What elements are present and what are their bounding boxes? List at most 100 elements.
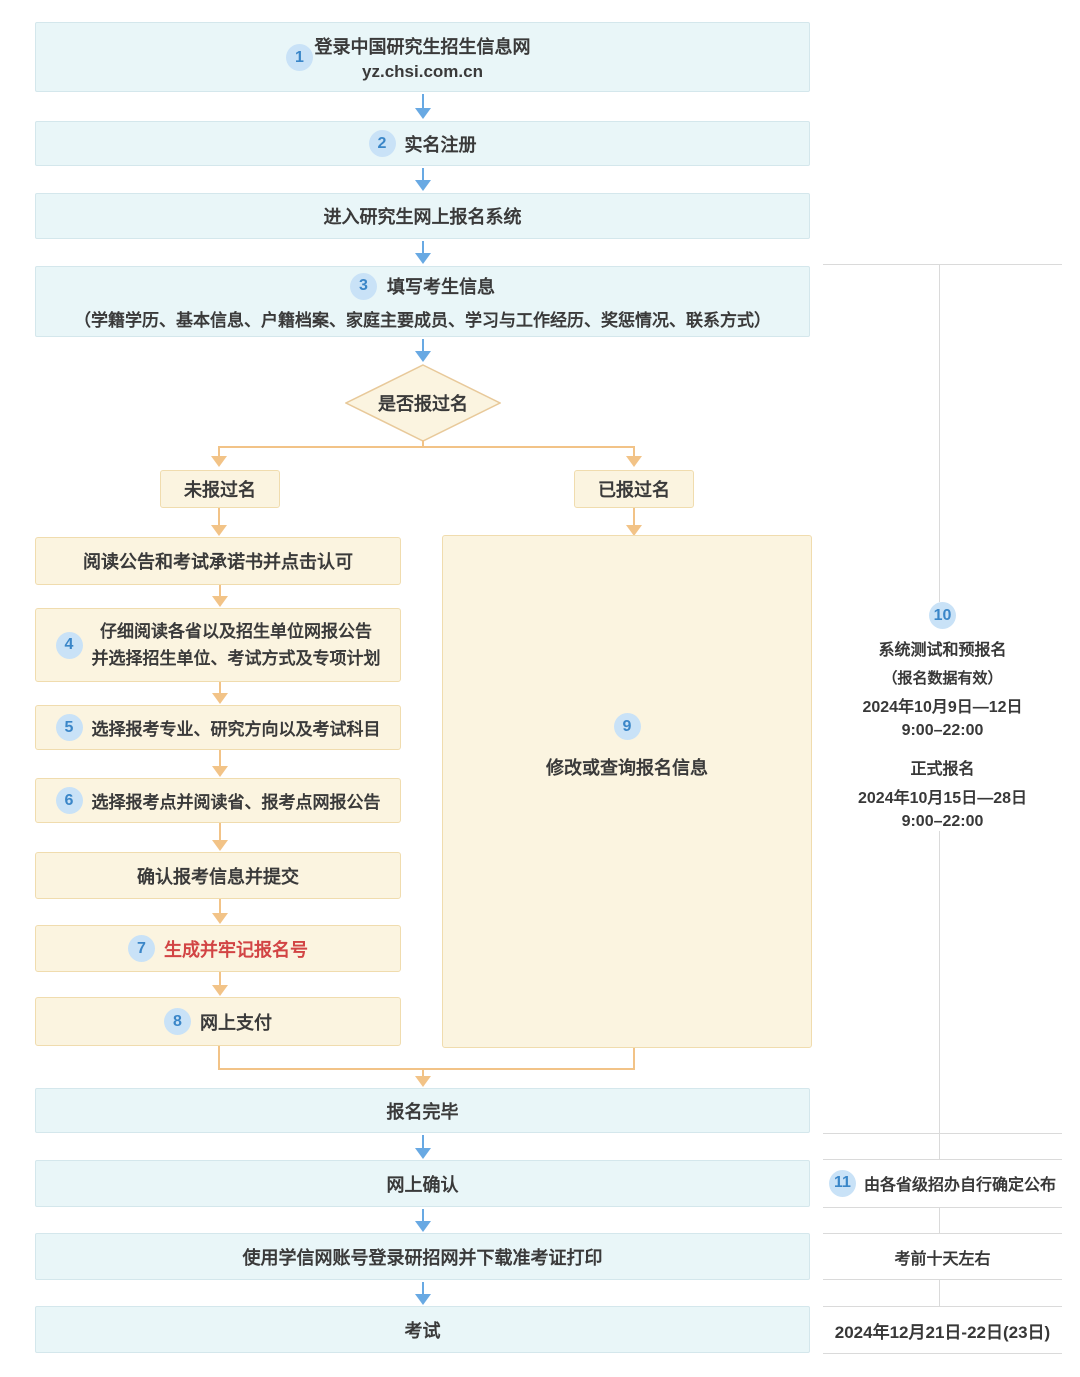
branch-yes-label: 已报过名 [598,480,670,500]
flow-online-confirm: 网上确认 [35,1160,810,1207]
flow-read-province-notice: 4 仔细阅读各省以及招生单位网报公告 并选择招生单位、考试方式及专项计划 [35,608,401,682]
arrow-down-icon [414,1282,432,1305]
official-registration-time: 9:00–22:00 [901,813,984,830]
exam-label: 考试 [404,1320,441,1341]
step-1-badge: 1 [286,44,313,71]
sidebar-divider [823,1306,1062,1307]
choose-exam-site-label: 选择报考点并阅读省、报考点网报公告 [91,793,381,812]
arrow-down-icon [414,1135,432,1159]
sidebar-schedule: 10 系统测试和预报名 （报名数据有效） 2024年10月9日—12日 9:00… [823,602,1062,831]
flow-modify-query: 9 修改或查询报名信息 [442,535,812,1048]
flow-confirm-submit: 确认报考信息并提交 [35,852,401,899]
exam-date-label: 2024年12月21日-22日(23日) [834,1322,1051,1342]
sidebar-divider [823,1133,1062,1134]
flow-step-fill-info: 3 填写考生信息 （学籍学历、基本信息、户籍档案、家庭主要成员、学习与工作经历、… [35,266,810,337]
arrow-down-icon [211,899,229,924]
arrow-down-icon [414,168,432,191]
flow-exam: 考试 [35,1306,810,1353]
pre-registration-time: 9:00–22:00 [901,722,984,739]
sidebar-divider [939,808,940,1133]
step-6-badge: 6 [55,787,83,814]
sidebar-divider [939,1207,940,1233]
flow-choose-major: 5 选择报考专业、研究方向以及考试科目 [35,705,401,750]
connector-line [218,446,220,458]
flow-online-payment: 8 网上支付 [35,997,401,1046]
step-9-badge: 9 [613,713,641,740]
pre-registration-title: 系统测试和预报名 [878,642,1007,659]
arrow-down-icon [414,94,432,119]
choose-major-label: 选择报考专业、研究方向以及考试科目 [91,720,381,739]
sidebar-confirm-note: 11 由各省级招办自行确定公布 [823,1160,1062,1206]
step-8-badge: 8 [164,1008,191,1035]
flow-remember-number: 7 生成并牢记报名号 [35,925,401,972]
read-notice-label: 阅读公告和考试承诺书并点击认可 [83,552,353,572]
confirm-submit-label: 确认报考信息并提交 [137,866,299,887]
step-5-badge: 5 [55,714,83,741]
flow-step-register: 2 实名注册 [35,121,810,166]
connector-line [218,446,635,448]
sidebar-divider [823,1159,1062,1160]
connector-line [422,1068,424,1078]
connector-line [218,508,220,527]
step-2-badge: 2 [368,130,396,157]
connector-line [218,1046,220,1070]
confirm-note-label: 由各省级招办自行确定公布 [863,1177,1056,1194]
sidebar-divider [823,264,1062,265]
flow-choose-exam-site: 6 选择报考点并阅读省、报考点网报公告 [35,778,401,823]
login-url: yz.chsi.com.cn [362,61,483,81]
finish-label: 报名完毕 [386,1101,459,1122]
arrow-down-icon [211,823,229,851]
arrow-down-icon [414,241,432,264]
arrowhead-icon [211,525,227,536]
branch-registered: 已报过名 [574,470,694,508]
modify-query-label: 修改或查询报名信息 [546,758,708,778]
sidebar-divider [823,1207,1062,1208]
sidebar-divider [939,1279,940,1306]
official-registration-date: 2024年10月15日—28日 [858,790,1027,807]
fill-info-title: 填写考生信息 [387,277,495,297]
pre-registration-date: 2024年10月9日—12日 [862,699,1023,716]
step-10-badge: 10 [929,602,956,629]
download-print-label: 使用学信网账号登录研招网并下载准考证打印 [242,1247,603,1268]
flow-download-print: 使用学信网账号登录研招网并下载准考证打印 [35,1233,810,1280]
connector-line [422,440,424,448]
arrowhead-icon [626,456,642,467]
arrowhead-icon [415,1076,431,1087]
login-title: 登录中国研究生招生信息网 [314,36,531,57]
arrow-down-icon [211,750,229,777]
arrow-down-icon [414,1209,432,1232]
sidebar-divider [823,1233,1062,1234]
sidebar-download-note: 考前十天左右 [823,1234,1062,1279]
arrowhead-icon [626,525,642,536]
arrow-down-icon [211,682,229,704]
province-notice-line2: 并选择招生单位、考试方式及专项计划 [91,649,381,668]
connector-line [633,508,635,527]
step-4-badge: 4 [55,631,83,659]
register-label: 实名注册 [404,134,477,155]
official-registration-title: 正式报名 [910,761,975,778]
step-11-badge: 11 [828,1169,856,1197]
arrow-down-icon [211,585,229,607]
online-payment-label: 网上支付 [200,1012,272,1033]
remember-number-label: 生成并牢记报名号 [164,939,308,960]
decision-label: 是否报过名 [378,394,468,414]
decision-registered-before: 是否报过名 [344,364,502,442]
fill-info-detail: （学籍学历、基本信息、户籍档案、家庭主要成员、学习与工作经历、奖惩情况、联系方式… [74,310,771,330]
enter-system-label: 进入研究生网上报名系统 [323,207,522,227]
connector-line [218,1068,635,1070]
flow-step-login: 1 登录中国研究生招生信息网 yz.chsi.com.cn [35,22,810,92]
arrow-down-icon [414,339,432,362]
sidebar-divider [823,1353,1062,1354]
online-confirm-label: 网上确认 [386,1174,459,1195]
sidebar-divider [939,1133,940,1159]
flow-read-notice: 阅读公告和考试承诺书并点击认可 [35,537,401,585]
sidebar-exam-date: 2024年12月21日-22日(23日) [823,1307,1062,1353]
download-note-label: 考前十天左右 [894,1250,991,1268]
step-3-badge: 3 [350,272,377,300]
flow-finish: 报名完毕 [35,1088,810,1133]
pre-registration-note: （报名数据有效） [882,670,1003,687]
sidebar-divider [823,1279,1062,1280]
connector-line [633,1048,635,1070]
branch-no-label: 未报过名 [184,480,256,500]
